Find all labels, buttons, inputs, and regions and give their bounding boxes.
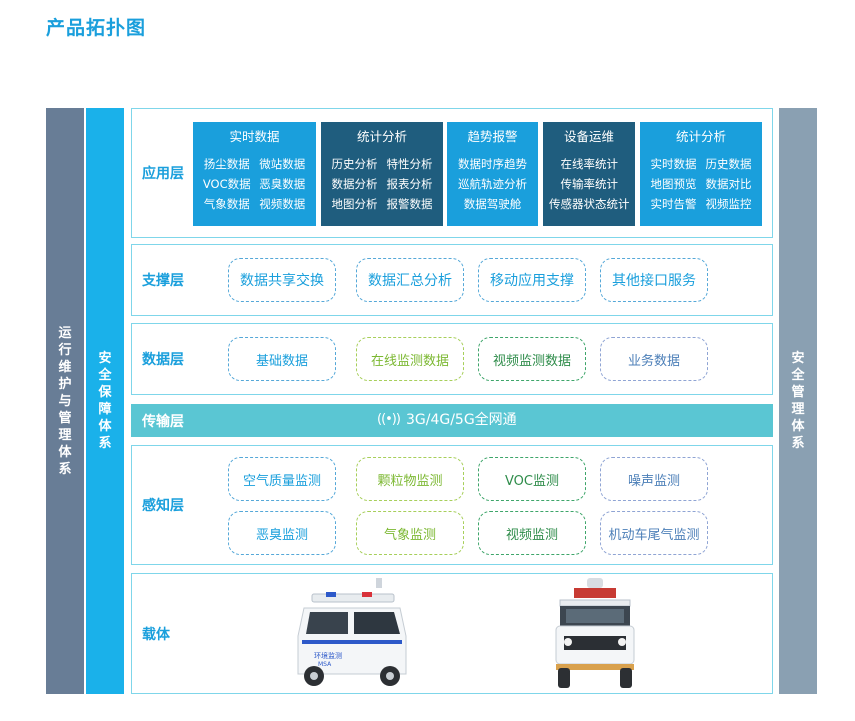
layer-label: 应用层	[142, 166, 184, 182]
app-card-title: 实时数据	[229, 129, 280, 144]
support-item: 数据共享交换	[228, 258, 336, 302]
app-card-item: 恶臭数据	[259, 177, 306, 191]
app-card-item: 历史分析	[331, 157, 378, 171]
sensing-item: 视频监测	[478, 511, 586, 555]
carrier-layer: 载体 环境监测 MSA	[131, 573, 773, 694]
data-item: 业务数据	[600, 337, 708, 381]
wireless-signal-icon: ((•))	[377, 412, 401, 427]
car-text: MSA	[318, 661, 332, 668]
app-card-item: VOC数据	[202, 177, 251, 191]
app-card-item: 视频监控	[705, 197, 752, 211]
app-card-title: 趋势报警	[467, 129, 518, 144]
app-card: 统计分析实时数据历史数据地图预览数据对比实时告警视频监控	[640, 122, 762, 226]
app-card-item: 特性分析	[386, 157, 433, 171]
app-card-item: 气象数据	[203, 197, 250, 211]
sensing-item: 颗粒物监测	[356, 457, 464, 501]
app-card-item: 巡航轨迹分析	[458, 177, 527, 191]
app-card-item: 地图分析	[331, 197, 378, 211]
data-item: 基础数据	[228, 337, 336, 381]
app-card-item: 微站数据	[259, 157, 306, 171]
app-card-item: 报警数据	[386, 197, 433, 211]
data-item: 视频监测数据	[478, 337, 586, 381]
app-card-item: 历史数据	[705, 157, 752, 171]
app-card: 统计分析历史分析特性分析数据分析报表分析地图分析报警数据	[321, 122, 443, 226]
app-card-item: 传感器状态统计	[549, 197, 630, 211]
data-layer: 数据层 基础数据 在线监测数据 视频监测数据 业务数据	[131, 323, 773, 395]
app-card-item: 数据对比	[705, 177, 752, 191]
sensing-layer: 感知层 空气质量监测 颗粒物监测 VOC监测 噪声监测 恶臭监测 气象监测 视频…	[131, 445, 773, 565]
transport-text: 3G/4G/5G全网通	[405, 412, 517, 428]
app-card-item: 数据时序趋势	[458, 157, 527, 171]
support-layer: 支撑层 数据共享交换 数据汇总分析 移动应用支撑 其他接口服务	[131, 244, 773, 316]
app-card-title: 设备运维	[563, 129, 614, 144]
support-item: 数据汇总分析	[356, 258, 464, 302]
layer-label: 感知层	[142, 498, 184, 514]
app-card-item: 实时数据	[650, 157, 697, 171]
app-card: 设备运维在线率统计传输率统计传感器状态统计	[543, 122, 635, 226]
support-item: 移动应用支撑	[478, 258, 586, 302]
layer-label: 支撑层	[142, 273, 184, 289]
sensing-item: 恶臭监测	[228, 511, 336, 555]
layer-label: 载体	[142, 626, 170, 643]
sensing-item: 机动车尾气监测	[600, 511, 708, 555]
app-card-item: 数据驾驶舱	[463, 197, 522, 211]
app-card-title: 统计分析	[356, 129, 407, 144]
sensing-item: 气象监测	[356, 511, 464, 555]
app-card-title: 统计分析	[675, 129, 726, 144]
patrol-car-icon: 环境监测 MSA	[297, 578, 407, 686]
page-title: 产品拓扑图	[46, 17, 147, 39]
app-card-item: 报表分析	[386, 177, 433, 191]
monitoring-vehicle-icon	[555, 578, 635, 688]
app-card: 实时数据扬尘数据微站数据 VOC数据恶臭数据气象数据视频数据	[193, 122, 316, 226]
app-card-item: 数据分析	[331, 177, 378, 191]
app-card-item: 扬尘数据	[203, 157, 250, 171]
app-card-item: 在线率统计	[560, 157, 619, 171]
car-badge: 环境监测	[314, 651, 342, 660]
app-card-item: 实时告警	[650, 197, 697, 211]
app-card-item: 地图预览	[650, 177, 697, 191]
app-card-item: 视频数据	[259, 197, 306, 211]
app-card: 趋势报警数据时序趋势巡航轨迹分析数据驾驶舱	[447, 122, 538, 226]
ops-management-bar: 运行维护与管理体系	[46, 108, 84, 694]
sensing-item: 噪声监测	[600, 457, 708, 501]
layer-label: 数据层	[142, 352, 184, 368]
layer-label: 传输层	[142, 413, 184, 430]
app-card-item: 传输率统计	[560, 177, 619, 191]
security-bar: 安全保障体系	[86, 108, 124, 694]
data-item: 在线监测数据	[356, 337, 464, 381]
transport-info: ((•)) 3G/4G/5G全网通	[377, 405, 517, 435]
sensing-item: 空气质量监测	[228, 457, 336, 501]
sensing-item: VOC监测	[478, 457, 586, 501]
support-item: 其他接口服务	[600, 258, 708, 302]
security-management-bar: 安全管理体系	[779, 108, 817, 694]
transport-layer: 传输层 ((•)) 3G/4G/5G全网通	[131, 404, 773, 437]
